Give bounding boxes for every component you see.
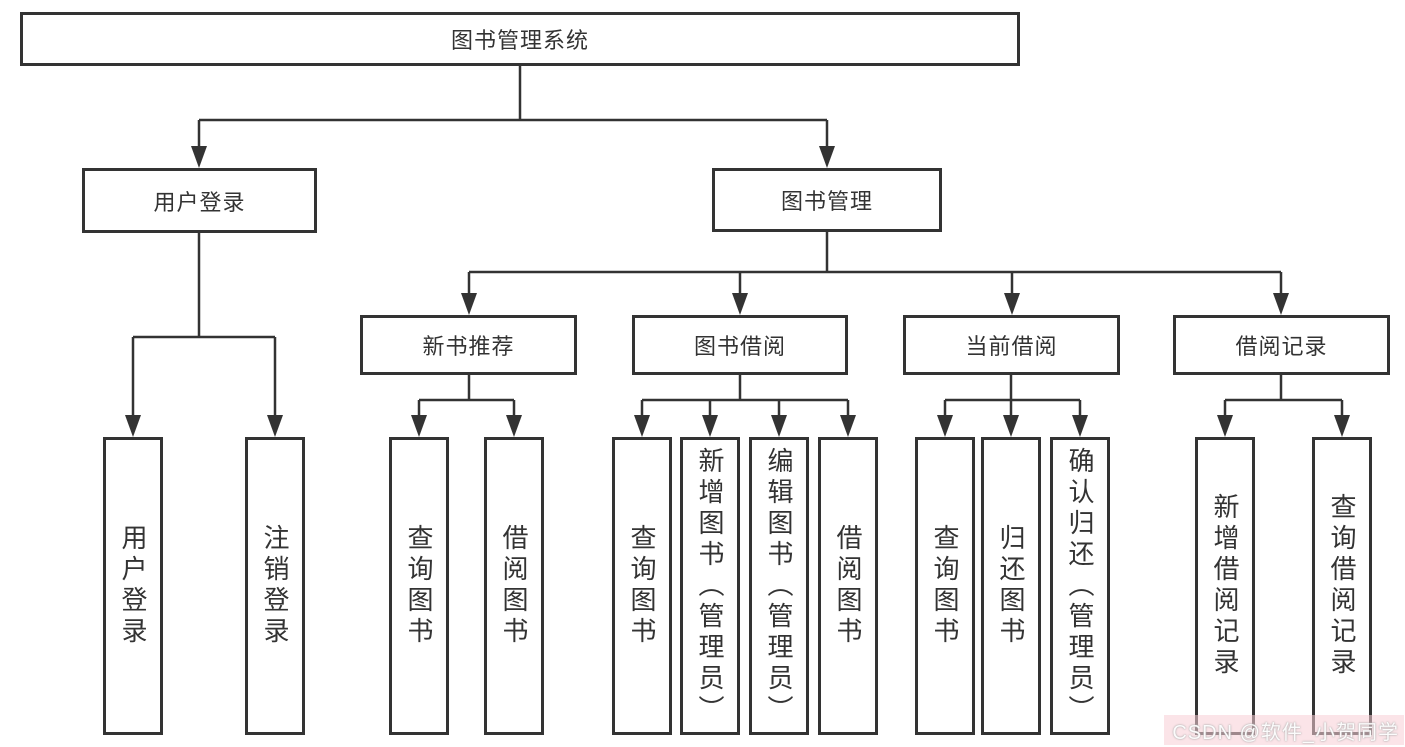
node-new-book-recommend: 新书推荐 — [360, 315, 577, 375]
leaf-query-books-recommend: 查询图书 — [389, 437, 449, 735]
leaf-add-books-admin: 新增图书（管理员） — [680, 437, 740, 735]
node-user-login: 用户登录 — [82, 168, 317, 233]
leaf-add-borrow-record: 新增借阅记录 — [1195, 437, 1255, 735]
leaf-edit-books-admin: 编辑图书（管理员） — [749, 437, 809, 735]
leaf-logout: 注销登录 — [245, 437, 305, 735]
leaf-query-borrow-record: 查询借阅记录 — [1312, 437, 1372, 735]
leaf-user-login: 用户登录 — [103, 437, 163, 735]
leaf-query-books-current: 查询图书 — [915, 437, 975, 735]
node-root-system: 图书管理系统 — [20, 12, 1020, 66]
leaf-return-books: 归还图书 — [981, 437, 1041, 735]
node-book-borrow: 图书借阅 — [632, 315, 848, 375]
leaf-confirm-return-admin: 确认归还（管理员） — [1050, 437, 1110, 735]
leaf-borrow-books: 借阅图书 — [818, 437, 878, 735]
node-current-borrow: 当前借阅 — [903, 315, 1120, 375]
node-book-management: 图书管理 — [712, 168, 942, 232]
node-borrow-records: 借阅记录 — [1173, 315, 1390, 375]
leaf-borrow-books-recommend: 借阅图书 — [484, 437, 544, 735]
csdn-watermark: CSDN @软件_小贺同学 — [1164, 715, 1404, 745]
leaf-query-books-borrow: 查询图书 — [612, 437, 672, 735]
